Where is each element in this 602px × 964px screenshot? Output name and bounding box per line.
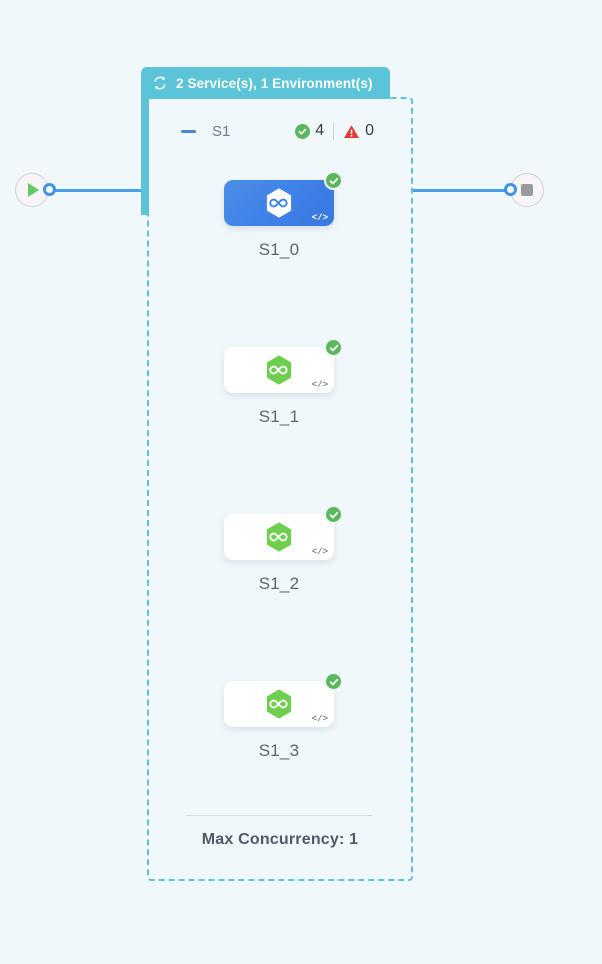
group-left-accent-bar (141, 95, 149, 215)
check-circle-icon (295, 123, 311, 139)
edge-start-to-group (48, 189, 148, 192)
service-node-card[interactable]: </> (224, 505, 343, 560)
error-count: 0 (365, 122, 374, 139)
code-brackets-icon[interactable]: </> (311, 547, 328, 557)
group-title-row: S1 4 0 (160, 117, 400, 145)
end-connector-handle[interactable] (504, 183, 517, 196)
error-status-chip: 0 (343, 122, 374, 140)
play-icon (28, 183, 39, 197)
service-node-label: S1_0 (258, 240, 300, 259)
group-header-label: 2 Service(s), 1 Environment(s) (176, 75, 373, 91)
check-circle-icon (324, 171, 343, 190)
edge-group-to-end (412, 189, 512, 192)
check-circle-icon (324, 338, 343, 357)
hexagon-infinity-icon (264, 187, 294, 219)
service-node-s1-0[interactable]: </> S1_0 (224, 171, 343, 260)
hexagon-infinity-icon (264, 354, 294, 386)
check-circle-icon (324, 505, 343, 524)
minus-collapse-icon[interactable] (178, 121, 198, 141)
stop-square-icon (521, 184, 533, 196)
group-name-label: S1 (212, 122, 231, 140)
hexagon-infinity-icon (264, 688, 294, 720)
code-brackets-icon[interactable]: </> (311, 213, 328, 223)
code-brackets-icon[interactable]: </> (311, 714, 328, 724)
service-node-label: S1_1 (258, 407, 300, 426)
max-concurrency-label: Max Concurrency: 1 (201, 831, 359, 848)
check-circle-icon (324, 672, 343, 691)
service-node-s1-3[interactable]: </> S1_3 (224, 672, 343, 761)
minus-bar (180, 129, 196, 133)
status-cluster: 4 0 (295, 122, 374, 140)
service-node-s1-1[interactable]: </> S1_1 (224, 338, 343, 427)
sync-refresh-icon (152, 75, 168, 91)
service-node-s1-2[interactable]: </> S1_2 (224, 505, 343, 594)
status-divider (333, 122, 335, 140)
service-node-card[interactable]: </> (224, 338, 343, 393)
group-footer-divider (186, 815, 372, 816)
group-header-tab[interactable]: 2 Service(s), 1 Environment(s) (141, 67, 390, 99)
service-node-card[interactable]: </> (224, 672, 343, 727)
service-node-label: S1_2 (258, 574, 300, 593)
code-brackets-icon[interactable]: </> (311, 380, 328, 390)
hexagon-infinity-icon (264, 521, 294, 553)
warning-triangle-icon (343, 124, 360, 139)
start-connector-handle[interactable] (43, 183, 56, 196)
success-status-chip: 4 (295, 122, 324, 140)
success-count: 4 (315, 122, 325, 139)
service-node-card[interactable]: </> (224, 171, 343, 226)
service-node-label: S1_3 (258, 741, 300, 760)
